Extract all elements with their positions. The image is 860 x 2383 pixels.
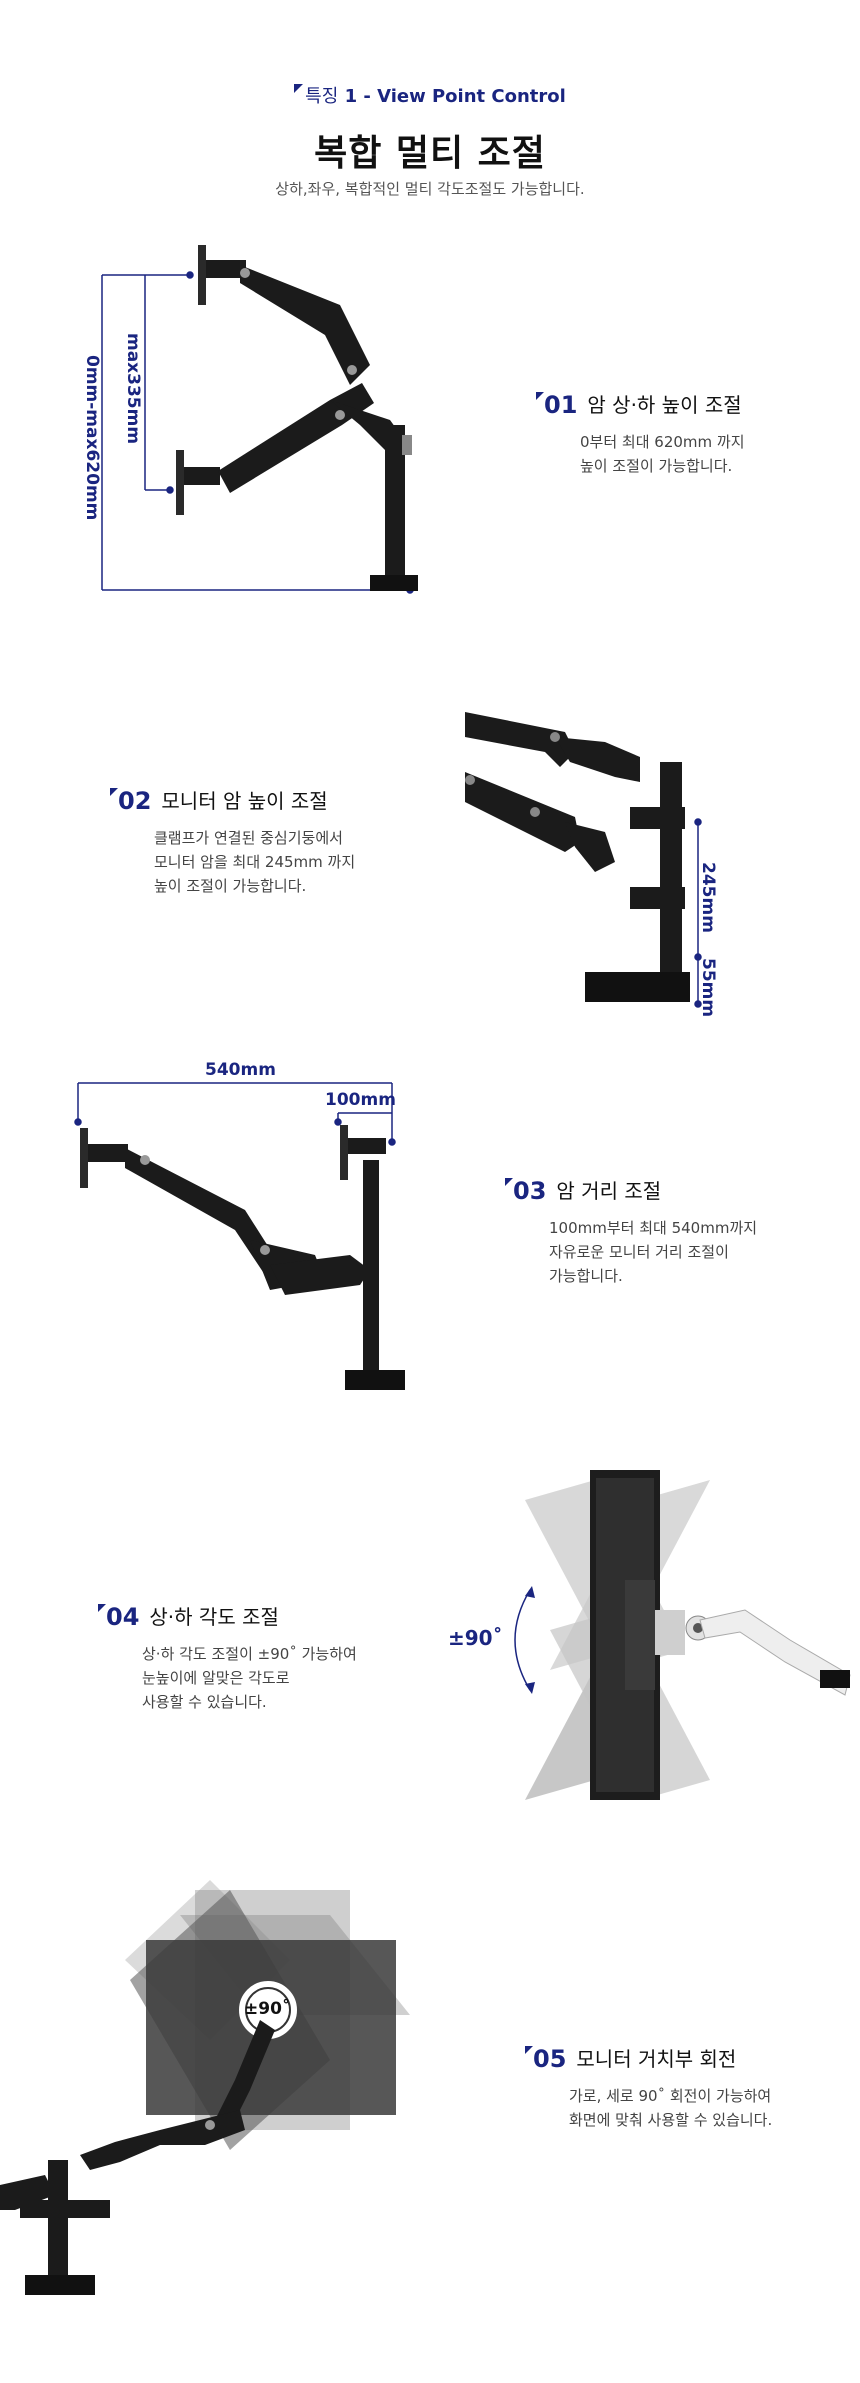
- dim-245-label: 245mm: [698, 862, 718, 933]
- feature-04-desc-line: 상·하 각도 조절이 ±90˚ 가능하여: [142, 1645, 357, 1663]
- feature-01-desc-line: 높이 조절이 가능합니다.: [580, 457, 733, 475]
- corner-triangle-icon: [294, 84, 304, 93]
- feature-04-number: 04: [98, 1604, 139, 1630]
- feature-02-desc-line: 클램프가 연결된 중심기둥에서: [154, 829, 343, 847]
- feature-03-desc-line: 자유로운 모니터 거리 조절이: [549, 1243, 729, 1261]
- dim-540-label: 540mm: [205, 1060, 276, 1080]
- feature-04-desc-line: 눈높이에 알맞은 각도로: [142, 1669, 290, 1687]
- dim-arm-height-label: max335mm: [123, 333, 143, 445]
- feature-02-desc-line: 모니터 암을 최대 245mm 까지: [154, 853, 356, 871]
- dim-total-height-label: 0mm-max620mm: [82, 355, 102, 521]
- feature-01-title: 암 상·하 높이 조절: [587, 393, 742, 417]
- feature-03-desc-line: 100mm부터 최대 540mm까지: [549, 1219, 758, 1237]
- arm-height-illustration: [101, 245, 418, 594]
- rotation-angle-label: ±90˚: [244, 1999, 291, 2019]
- feature-01-desc-line: 0부터 최대 620mm 까지: [580, 433, 745, 451]
- feature-05: 05 모니터 거치부 회전 가로, 세로 90˚ 회전이 가능하여 화면에 맞춰…: [525, 2046, 772, 2132]
- tilt-illustration: [514, 1470, 851, 1800]
- feature-05-desc-line: 화면에 맞춰 사용할 수 있습니다.: [569, 2111, 773, 2129]
- feature-05-title: 모니터 거치부 회전: [576, 2047, 737, 2071]
- page-title: 복합 멀티 조절: [314, 133, 546, 174]
- feature-02-desc-line: 높이 조절이 가능합니다.: [154, 877, 307, 895]
- feature-04-desc-line: 사용할 수 있습니다.: [142, 1693, 267, 1711]
- dim-100-label: 100mm: [325, 1090, 396, 1110]
- feature-04: 04 상·하 각도 조절 상·하 각도 조절이 ±90˚ 가능하여 눈높이에 알…: [98, 1604, 357, 1714]
- feature-01: 01 암 상·하 높이 조절 0부터 최대 620mm 까지 높이 조절이 가능…: [536, 392, 745, 478]
- feature-tag: 특징 1 - View Point Control: [0, 82, 860, 108]
- feature-03-number: 03: [505, 1178, 546, 1204]
- feature-03-desc-line: 가능합니다.: [549, 1267, 623, 1285]
- dim-55-label: 55mm: [698, 958, 718, 1018]
- rotation-illustration: [0, 1880, 410, 2295]
- tilt-angle-label: ±90˚: [448, 1626, 503, 1650]
- arm-distance-illustration: [74, 1082, 405, 1390]
- feature-04-title: 상·하 각도 조절: [149, 1605, 279, 1629]
- feature-01-number: 01: [536, 392, 577, 418]
- page-subtitle: 상하,좌우, 복합적인 멀티 각도조절도 가능합니다.: [275, 180, 585, 198]
- feature-03-title: 암 거리 조절: [556, 1179, 662, 1203]
- monitor-arm-height-illustration: [465, 712, 702, 1008]
- tag-prefix: 특징: [305, 86, 339, 107]
- feature-02: 02 모니터 암 높이 조절 클램프가 연결된 중심기둥에서 모니터 암을 최대…: [110, 788, 355, 898]
- feature-03: 03 암 거리 조절 100mm부터 최대 540mm까지 자유로운 모니터 거…: [505, 1178, 757, 1288]
- feature-05-number: 05: [525, 2046, 566, 2072]
- feature-05-desc-line: 가로, 세로 90˚ 회전이 가능하여: [569, 2087, 772, 2105]
- feature-02-number: 02: [110, 788, 151, 814]
- tag-text: 1 - View Point Control: [344, 86, 566, 107]
- feature-02-title: 모니터 암 높이 조절: [161, 789, 328, 813]
